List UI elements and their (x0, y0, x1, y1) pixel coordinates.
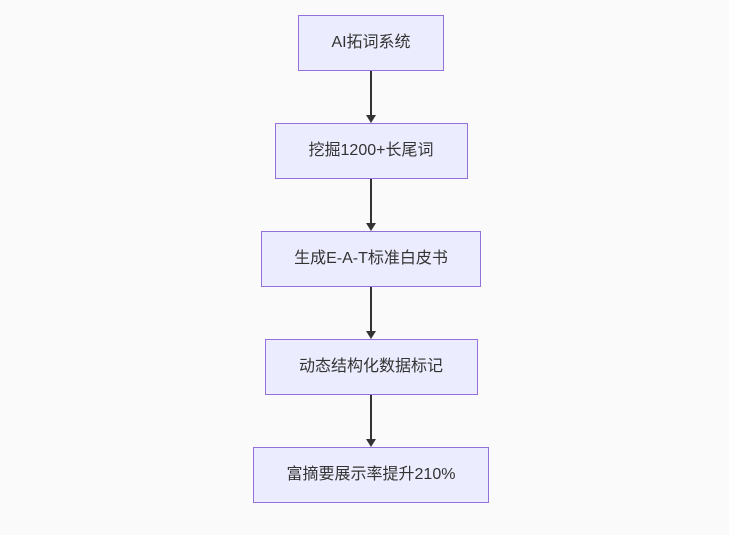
edge-line (370, 395, 372, 439)
flow-node-ai-keyword-system: AI拓词系统 (298, 15, 444, 71)
edge-n4-n5 (366, 395, 376, 447)
flow-node-eat-whitepaper: 生成E-A-T标准白皮书 (261, 231, 481, 287)
flow-node-longtail-mining: 挖掘1200+长尾词 (274, 123, 468, 179)
arrow-down-icon (366, 115, 376, 123)
node-label: 富摘要展示率提升210% (286, 466, 456, 483)
edge-n1-n2 (366, 71, 376, 123)
arrow-down-icon (366, 439, 376, 447)
arrow-down-icon (366, 223, 376, 231)
edge-line (370, 287, 372, 331)
arrow-down-icon (366, 331, 376, 339)
node-label: 动态结构化数据标记 (298, 358, 443, 375)
flow-node-structured-data-markup: 动态结构化数据标记 (264, 339, 478, 395)
edge-line (370, 179, 372, 223)
node-label: 挖掘1200+长尾词 (308, 142, 434, 159)
edge-n2-n3 (366, 179, 376, 231)
flowchart: AI拓词系统 挖掘1200+长尾词 生成E-A-T标准白皮书 动态结构化数据标记… (253, 15, 489, 503)
node-label: 生成E-A-T标准白皮书 (294, 250, 448, 267)
node-label: AI拓词系统 (331, 34, 411, 51)
flow-node-rich-snippet-result: 富摘要展示率提升210% (253, 447, 489, 503)
edge-line (370, 71, 372, 115)
edge-n3-n4 (366, 287, 376, 339)
